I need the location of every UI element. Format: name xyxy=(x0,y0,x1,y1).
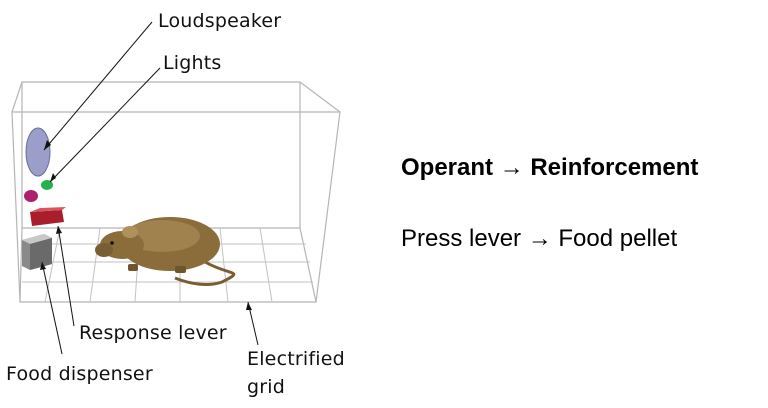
food-dispenser-icon xyxy=(22,234,52,270)
pointer-lines xyxy=(41,21,259,355)
electrified-grid-label-line2: grid xyxy=(247,376,286,398)
loudspeaker-label: Loudspeaker xyxy=(158,10,282,32)
response-lever-label: Response lever xyxy=(79,322,227,344)
pink-light-icon xyxy=(24,190,38,202)
food-dispenser-label: Food dispenser xyxy=(6,363,153,385)
loudspeaker-icon xyxy=(25,127,51,177)
green-light-icon xyxy=(41,180,53,190)
rat-icon xyxy=(95,217,236,287)
operant-reinforcement-heading: Operant → Reinforcement xyxy=(401,154,699,181)
lights-label: Lights xyxy=(163,52,222,74)
pointer-arrowheads xyxy=(40,140,252,310)
electrified-grid-label-line1: Electrified xyxy=(247,348,345,370)
response-lever-icon xyxy=(30,207,66,226)
box-frame xyxy=(11,81,341,303)
lever-food-example: Press lever → Food pellet xyxy=(401,225,678,252)
